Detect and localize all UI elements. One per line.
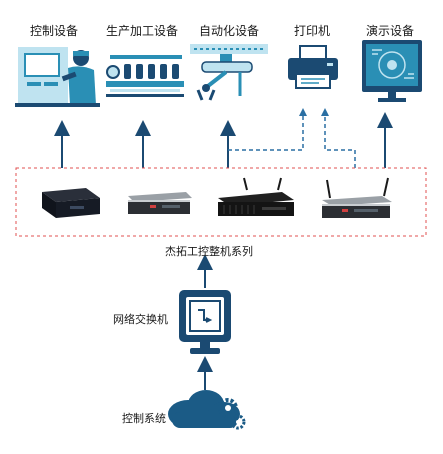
controller-group-label: 杰拓工控整机系列 bbox=[165, 245, 253, 258]
device-label-printer: 打印机 bbox=[293, 24, 331, 38]
industrial-pc-box-icon bbox=[128, 192, 192, 214]
monitor-display-icon bbox=[362, 40, 422, 102]
industrial-pc-box-icon bbox=[42, 188, 100, 218]
industrial-pc-with-antennas-icon bbox=[322, 177, 392, 218]
control-system-label: 控制系统 bbox=[122, 412, 166, 425]
fanless-industrial-pc-with-antennas-icon bbox=[218, 177, 294, 216]
device-label-production: 生产加工设备 bbox=[105, 24, 179, 38]
controller-group-box bbox=[15, 167, 427, 237]
production-line-icon bbox=[106, 55, 184, 97]
printer-icon bbox=[288, 45, 338, 89]
network-switch-icon bbox=[179, 290, 231, 354]
robotic-arm-icon bbox=[190, 44, 268, 101]
cloud-gears-icon bbox=[168, 390, 246, 430]
device-label-control: 控制设备 bbox=[29, 24, 79, 38]
device-label-presentation: 演示设备 bbox=[365, 24, 415, 38]
dashed-connectors-to-printer bbox=[228, 114, 356, 168]
operator-at-control-panel-icon bbox=[15, 47, 100, 107]
switch-label: 网络交换机 bbox=[113, 313, 168, 326]
device-label-automation: 自动化设备 bbox=[198, 24, 260, 38]
